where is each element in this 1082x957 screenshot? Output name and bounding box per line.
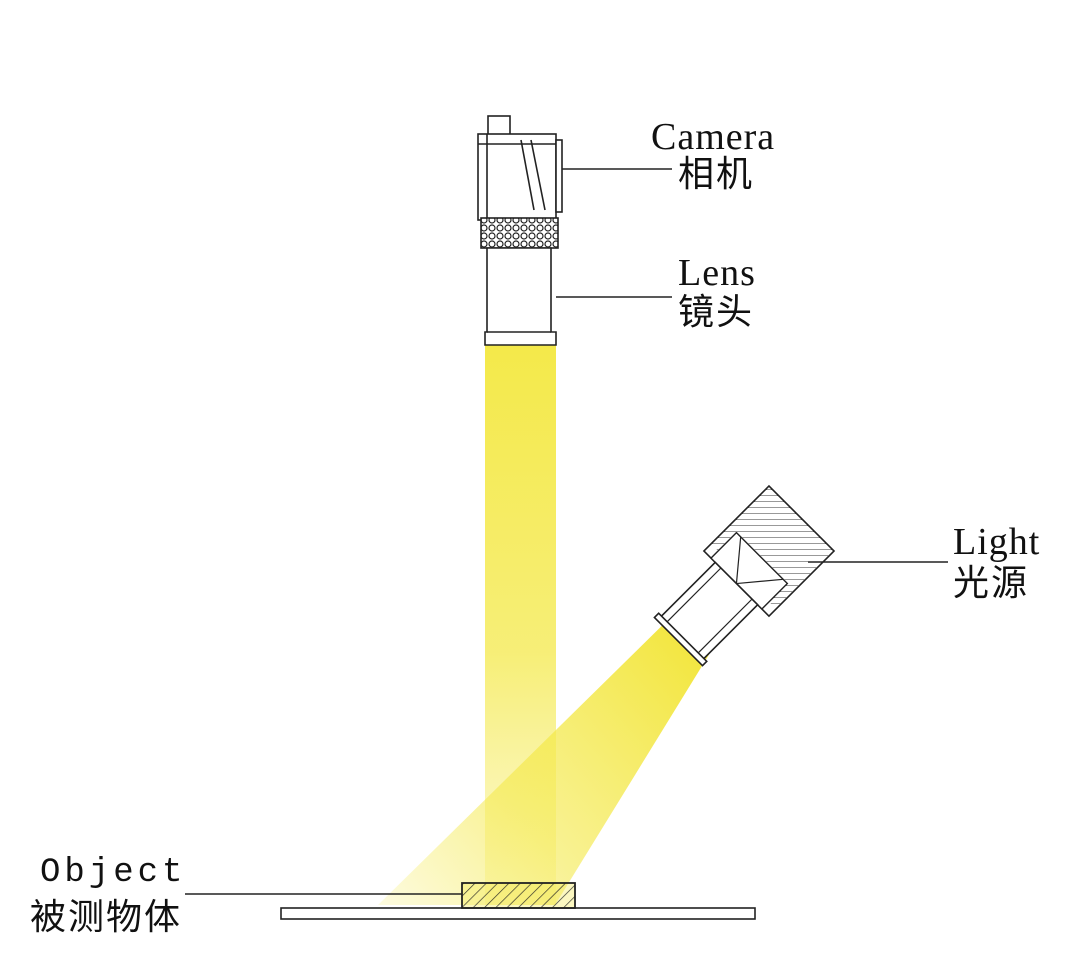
vertical-light-beam — [485, 345, 556, 905]
object-block — [461, 882, 576, 909]
stage-plate — [280, 907, 756, 920]
object-label-en: Object — [40, 854, 187, 892]
object-label-zh: 被测物体 — [30, 897, 183, 938]
lens-body — [480, 217, 559, 346]
camera-body — [477, 115, 563, 221]
lens-label-en: Lens — [678, 252, 756, 294]
light-source — [653, 484, 836, 667]
camera-label-en: Camera — [651, 116, 776, 158]
light-label-en: Light — [953, 521, 1041, 563]
light-label-zh: 光源 — [953, 563, 1030, 604]
lens-label-zh: 镜头 — [678, 292, 755, 333]
camera-label-zh: 相机 — [678, 154, 755, 195]
